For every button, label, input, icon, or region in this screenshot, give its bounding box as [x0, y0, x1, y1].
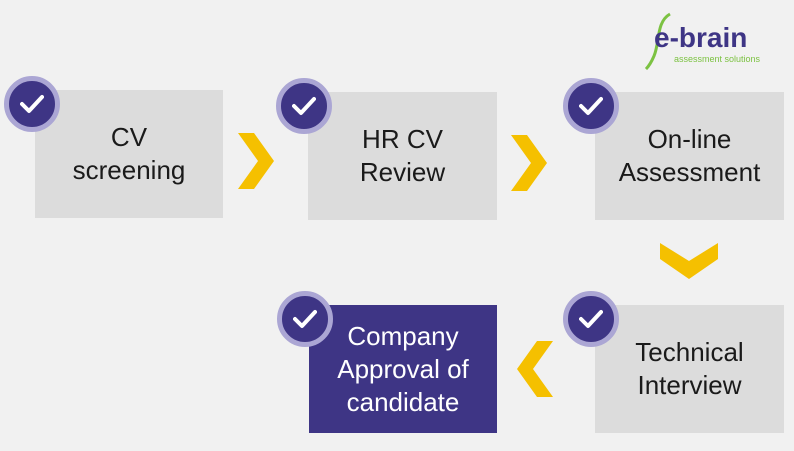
check-icon: [579, 97, 603, 115]
step-check-badge: [277, 291, 333, 347]
step-label: HR CV Review: [359, 124, 446, 187]
step-online-assessment: On-line Assessment: [595, 92, 784, 220]
check-icon: [293, 310, 317, 328]
chevron-left-icon: [517, 341, 553, 397]
step-label: CV screening: [72, 122, 186, 185]
step-company-approval: Company Approval of candidate: [309, 305, 497, 433]
step-cv-screening: CV screening: [35, 90, 223, 218]
chevron-down-icon: [660, 243, 718, 279]
step-label: Company Approval of candidate: [337, 320, 469, 417]
step-label: On-line Assessment: [618, 124, 761, 187]
check-icon: [20, 95, 44, 113]
step-technical-interview: Technical Interview: [595, 305, 784, 433]
step-label: Technical Interview: [635, 337, 744, 400]
check-icon: [579, 310, 603, 328]
check-icon: [292, 97, 316, 115]
logo-tagline: assessment solutions: [674, 54, 761, 64]
chevron-right-icon: [511, 135, 547, 191]
logo-brand: e-brain: [654, 22, 748, 53]
step-check-badge: [563, 78, 619, 134]
chevron-right-icon: [238, 133, 274, 189]
ebrain-logo: e-brain assessment solutions: [642, 12, 782, 70]
step-hr-cv-review: HR CV Review: [308, 92, 497, 220]
logo-swoosh-icon: [644, 12, 671, 70]
step-check-badge: [276, 78, 332, 134]
step-check-badge: [4, 76, 60, 132]
step-check-badge: [563, 291, 619, 347]
